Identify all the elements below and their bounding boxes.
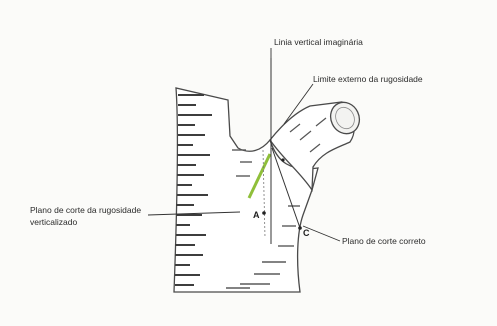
point-a-dot [262,211,266,215]
label-vertical-line: Linia vertical imaginária [274,37,363,47]
label-branch-edge: Limite externo da rugosidade [313,74,423,84]
label-cut-plane: Plano de corte correto [342,236,426,246]
point-c-dot [298,226,302,230]
label-trunk-plane-line2: verticalizado [30,217,78,227]
point-a-label: A [253,210,260,220]
point-c-label: C [303,228,310,238]
label-trunk-plane: Plano de corte da rugosidade [30,205,141,215]
collar-dot [281,158,284,161]
